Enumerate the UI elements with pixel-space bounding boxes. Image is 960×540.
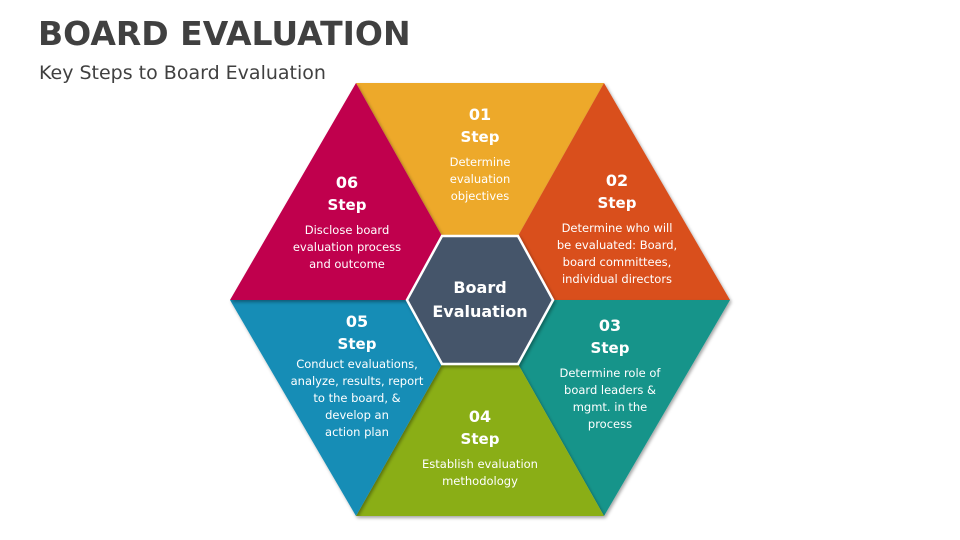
center-label: Board Evaluation: [407, 236, 553, 364]
segment-step-05: [230, 300, 442, 516]
desc-line: analyze, results, report: [290, 374, 424, 388]
step-06-label: 06 Step Disclose board evaluation proces…: [267, 172, 427, 273]
step-word: Step: [460, 430, 500, 448]
desc-line: Establish evaluation: [422, 457, 538, 471]
desc-line: evaluation process: [292, 240, 402, 254]
desc-line: objectives: [450, 189, 510, 203]
step-number: 04: [468, 407, 492, 426]
desc-line: process: [587, 417, 633, 431]
step-number: 02: [605, 171, 629, 190]
desc-line: individual directors: [561, 272, 673, 286]
step-04-label: 04 Step Establish evaluation methodology: [390, 406, 570, 490]
step-description: Determine who will be evaluated: Board, …: [537, 220, 697, 288]
segment-step-03: [518, 300, 730, 516]
step-01-label: 01 Step Determine evaluation objectives: [400, 104, 560, 205]
step-description: Determine evaluation objectives: [400, 154, 560, 205]
step-description: Conduct evaluations, analyze, results, r…: [272, 356, 442, 441]
step-word: Step: [597, 194, 637, 212]
center-label-line2: Evaluation: [432, 302, 528, 321]
center-label-line1: Board: [453, 278, 507, 297]
desc-line: Determine who will: [561, 221, 673, 235]
segment-step-06: [230, 83, 442, 300]
desc-line: and outcome: [309, 257, 385, 271]
step-word: Step: [590, 339, 630, 357]
step-description: Disclose board evaluation process and ou…: [267, 222, 427, 273]
desc-line: board leaders &: [564, 383, 656, 397]
page-subtitle: Key Steps to Board Evaluation: [39, 62, 326, 84]
desc-line: be evaluated: Board,: [556, 238, 678, 252]
step-number: 06: [335, 173, 359, 192]
step-word: Step: [337, 335, 377, 353]
desc-line: Determine: [449, 155, 511, 169]
step-03-label: 03 Step Determine role of board leaders …: [530, 315, 690, 433]
step-05-label: 05 Step Conduct evaluations, analyze, re…: [272, 311, 442, 441]
step-number: 03: [598, 316, 622, 335]
step-description: Establish evaluation methodology: [390, 456, 570, 490]
desc-line: board committees,: [562, 255, 672, 269]
desc-line: develop an: [325, 408, 389, 422]
step-number: 01: [468, 105, 492, 124]
desc-line: mgmt. in the: [572, 400, 648, 414]
page-title: BOARD EVALUATION: [38, 14, 411, 53]
desc-line: evaluation: [449, 172, 511, 186]
desc-line: to the board, &: [313, 391, 401, 405]
desc-line: methodology: [442, 474, 518, 488]
desc-line: Disclose board: [304, 223, 390, 237]
segment-step-02: [518, 83, 730, 300]
desc-line: Determine role of: [559, 366, 661, 380]
step-number: 05: [345, 312, 369, 331]
step-02-label: 02 Step Determine who will be evaluated:…: [537, 170, 697, 288]
desc-line: action plan: [325, 425, 389, 439]
segment-step-04: [356, 364, 604, 516]
step-description: Determine role of board leaders & mgmt. …: [530, 365, 690, 433]
step-word: Step: [460, 128, 500, 146]
step-word: Step: [327, 196, 367, 214]
desc-line: Conduct evaluations,: [296, 357, 418, 371]
center-hexagon: [405, 234, 555, 366]
segment-step-01: [356, 83, 604, 236]
